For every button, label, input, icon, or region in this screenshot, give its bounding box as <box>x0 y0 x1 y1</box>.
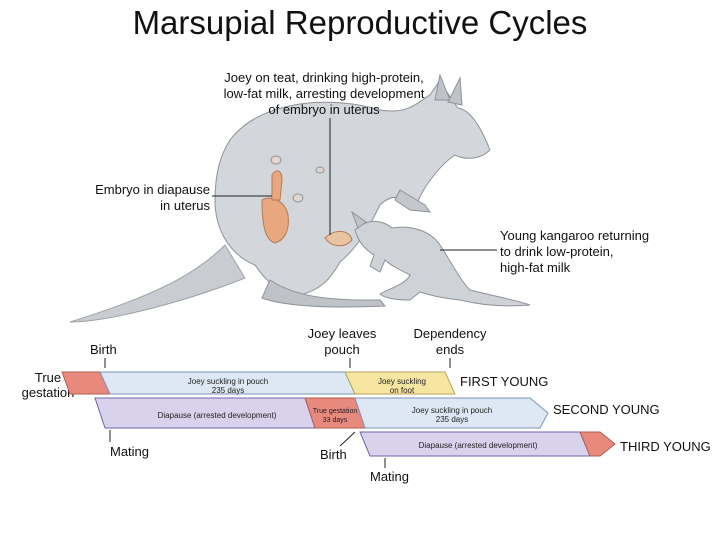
bar-diapause-2-label: Diapause (arrested development) <box>419 441 538 450</box>
callout-young-returning-line-2: to drink low-protein, <box>500 244 613 259</box>
bar-diapause-1-label: Diapause (arrested development) <box>158 411 277 420</box>
row-label-first: FIRST YOUNG <box>460 374 548 389</box>
label-birth-2: Birth <box>320 447 347 462</box>
bar-gestation-2-line-2: 33 days <box>323 417 348 424</box>
bar-pouch-1-line-2: 235 days <box>212 386 244 395</box>
slide-title: Marsupial Reproductive Cycles <box>132 4 588 41</box>
label-mating-1: Mating <box>110 444 149 459</box>
row-label-third: THIRD YOUNG <box>620 439 711 454</box>
kangaroo-illustration <box>69 73 531 323</box>
callout-joey-on-teat-line-2: low-fat milk, arresting development <box>224 86 425 101</box>
callout-joey-on-teat-line-3: of embryo in uterus <box>268 102 380 117</box>
row-label-second: SECOND YOUNG <box>553 402 660 417</box>
callout-young-returning: Young kangaroo returning to drink low-pr… <box>440 228 649 275</box>
row-second-young: Diapause (arrested development) True ges… <box>94 397 660 429</box>
bar-foot-1 <box>344 371 456 395</box>
callout-joey-on-teat: Joey on teat, drinking high-protein, low… <box>224 70 425 235</box>
bar-pouch-1-line-1: Joey suckling in pouch <box>188 377 269 386</box>
bar-pouch-2-line-1: Joey suckling in pouch <box>412 406 493 415</box>
bar-foot-1-line-1: Joey suckling <box>378 377 426 386</box>
callout-embryo-diapause-line-1: Embryo in diapause <box>95 182 210 197</box>
label-joey-leaves-2: pouch <box>324 342 359 357</box>
callout-embryo-diapause: Embryo in diapause in uterus <box>95 182 272 213</box>
callout-young-returning-line-1: Young kangaroo returning <box>500 228 649 243</box>
row-first-young: Joey suckling in pouch 235 days Joey suc… <box>61 371 548 395</box>
label-dependency-2: ends <box>436 342 465 357</box>
tick-birth-2 <box>339 431 356 447</box>
label-dependency-1: Dependency <box>414 326 487 341</box>
row-third-young: Diapause (arrested development) THIRD YO… <box>359 431 711 457</box>
callout-embryo-diapause-line-2: in uterus <box>160 198 210 213</box>
callout-joey-on-teat-line-1: Joey on teat, drinking high-protein, <box>224 70 423 85</box>
timeline: Birth Joey leaves pouch Dependency ends … <box>22 326 711 484</box>
label-joey-leaves-1: Joey leaves <box>308 326 377 341</box>
callout-young-returning-line-3: high-fat milk <box>500 260 571 275</box>
label-mating-2: Mating <box>370 469 409 484</box>
label-birth-top: Birth <box>90 342 117 357</box>
label-true-gestation-2: gestation <box>22 385 75 400</box>
bar-gestation-3 <box>579 431 616 457</box>
bar-pouch-2 <box>354 397 549 429</box>
bar-pouch-2-line-2: 235 days <box>436 415 468 424</box>
label-true-gestation-1: True <box>35 370 61 385</box>
bar-gestation-2-line-1: True gestation <box>313 408 358 415</box>
bar-foot-1-line-2: on foot <box>390 386 415 395</box>
